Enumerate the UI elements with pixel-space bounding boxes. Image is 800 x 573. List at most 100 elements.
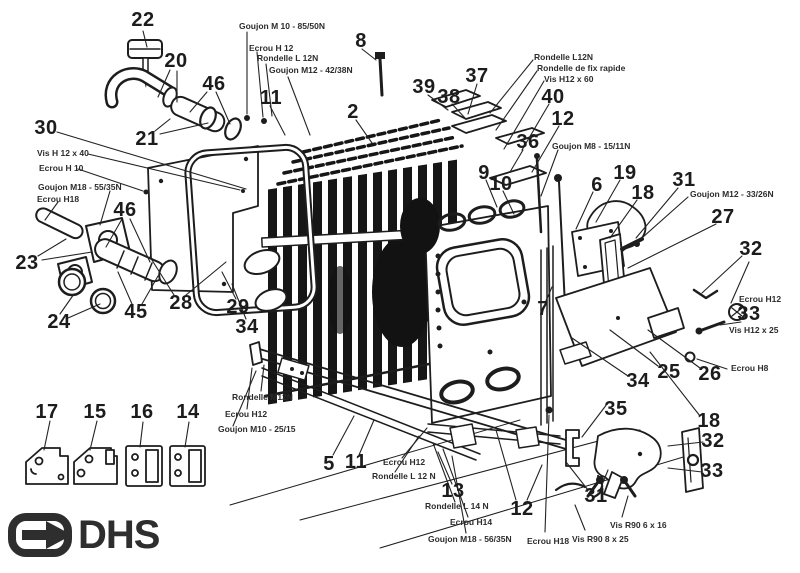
top-plates <box>431 89 547 186</box>
bracket-35 <box>565 429 580 467</box>
front-plate <box>400 198 552 424</box>
part-number-label: 13 <box>441 480 465 502</box>
part-number-label: 28 <box>169 292 193 314</box>
part-number-label: 40 <box>541 86 565 108</box>
mounting-brackets-row <box>25 445 206 487</box>
hardware-label: Vis R90 8 x 25 <box>572 534 629 544</box>
part-number-label: 25 <box>657 361 681 383</box>
hardware-label: Rondelle L 12 N <box>372 471 436 481</box>
part-number-label: 33 <box>737 303 761 325</box>
part-number-label: 35 <box>604 398 628 420</box>
shadow-blob <box>372 237 432 347</box>
part-number-label: 10 <box>489 173 513 195</box>
part-number-label: 19 <box>613 162 637 184</box>
dhs-logo: DHS <box>8 512 160 558</box>
strip-26 <box>647 307 685 339</box>
part-number-label: 21 <box>135 128 159 150</box>
hardware-label: Ecrou H 10 <box>39 163 84 173</box>
seal-rings-24 <box>57 256 117 315</box>
hardware-label: Rondelle L 14 N <box>425 501 489 511</box>
hardware-label: Ecrou H 12 <box>249 43 294 53</box>
screw-33 <box>695 320 726 335</box>
part-number-label: 32 <box>739 238 763 260</box>
bolt-8 <box>375 52 385 97</box>
leader-dots <box>143 115 553 414</box>
part-number-label: 39 <box>412 76 436 98</box>
dhs-logo-arrow-icon <box>8 513 72 557</box>
hardware-label: Rondelle L12N <box>534 52 594 62</box>
hardware-label: Goujon M8 - 15/11N <box>552 141 631 151</box>
part-number-label: 9 <box>478 162 490 184</box>
hardware-label: Goujon M12 - 42/38N <box>269 65 353 75</box>
part-number-label: 31 <box>672 169 696 191</box>
part-number-label: 15 <box>83 401 107 423</box>
hardware-label: Ecrou H14 <box>450 517 493 527</box>
part-number-label: 7 <box>537 298 549 320</box>
screws-bottom <box>586 476 637 498</box>
part-number-label: 2 <box>347 101 359 123</box>
part-number-label: 20 <box>164 50 188 72</box>
part-number-label: 36 <box>516 131 540 153</box>
oval-brackets <box>243 248 288 312</box>
hardware-label: Vis H12 x 25 <box>729 325 779 335</box>
hardware-label: Goujon M12 - 33/26N <box>690 189 774 199</box>
part-number-label: 38 <box>437 86 461 108</box>
hardware-label: Ecrou H8 <box>731 363 769 373</box>
hardware-label: Rondelle de fix rapide <box>537 63 626 73</box>
hardware-label: Goujon M18 - 55/35N <box>38 182 122 192</box>
hardware-label: Goujon M10 - 25/15 <box>218 424 296 434</box>
hardware-label: Vis H 12 x 40 <box>37 148 89 158</box>
hardware-label: Ecrou H12 <box>739 294 782 304</box>
base-frame <box>229 245 701 549</box>
part-number-label: 34 <box>626 370 650 392</box>
part-number-label: 24 <box>47 311 71 333</box>
elbow-pipe <box>104 67 177 109</box>
hardware-label: Goujon M 10 - 85/50N <box>239 21 325 31</box>
part-number-label: 14 <box>176 401 200 423</box>
part-number-label: 26 <box>698 363 722 385</box>
bolt-7 <box>554 174 566 307</box>
part-number-label: 27 <box>711 206 735 228</box>
part-number-label: 12 <box>551 108 575 130</box>
part-number-label: 11 <box>344 451 368 473</box>
part-number-label: 31 <box>584 485 608 507</box>
part-number-label: 22 <box>131 9 155 31</box>
part-number-label: 33 <box>700 460 724 482</box>
clip-32 <box>692 288 746 321</box>
part-number-label: 5 <box>323 453 335 475</box>
hardware-label: Vis R90 6 x 16 <box>610 520 667 530</box>
part-number-label: 6 <box>591 174 603 196</box>
hardware-label: Ecrou H18 <box>527 536 570 546</box>
dhs-logo-text: DHS <box>78 512 160 557</box>
part-number-label: 17 <box>35 401 59 423</box>
hardware-label: Rondelle M12N <box>232 392 293 402</box>
part-number-label: 46 <box>202 73 226 95</box>
hardware-label: Ecrou H12 <box>383 457 426 467</box>
hardware-label: Ecrou H12 <box>225 409 268 419</box>
hardware-label: Rondelle L 12N <box>257 53 319 63</box>
part-number-label: 29 <box>226 296 250 318</box>
part-number-label: 18 <box>697 410 721 432</box>
part-number-label: 23 <box>15 252 39 274</box>
part-number-label: 32 <box>701 430 725 452</box>
part-number-label: 12 <box>510 498 534 520</box>
tube-frame <box>184 143 318 317</box>
part-number-label: 34 <box>235 316 259 338</box>
hardware-label: Goujon M18 - 56/35N <box>428 534 512 544</box>
shadow-blob-2 <box>328 266 352 334</box>
hose-couplings <box>162 86 242 141</box>
leader-lines <box>37 30 750 534</box>
stud-m8 <box>534 153 543 234</box>
hose-45 <box>94 238 178 285</box>
hardware-label: Vis H12 x 60 <box>544 74 594 84</box>
part-number-label: 11 <box>259 87 283 109</box>
hardware-label: Ecrou H18 <box>37 194 80 204</box>
part-number-label: 30 <box>34 117 58 139</box>
part-number-label: 8 <box>355 30 367 52</box>
part-number-label: 46 <box>113 199 137 221</box>
part-number-label: 45 <box>124 301 148 323</box>
part-number-label: 18 <box>631 182 655 204</box>
part-number-label: 37 <box>465 65 489 87</box>
